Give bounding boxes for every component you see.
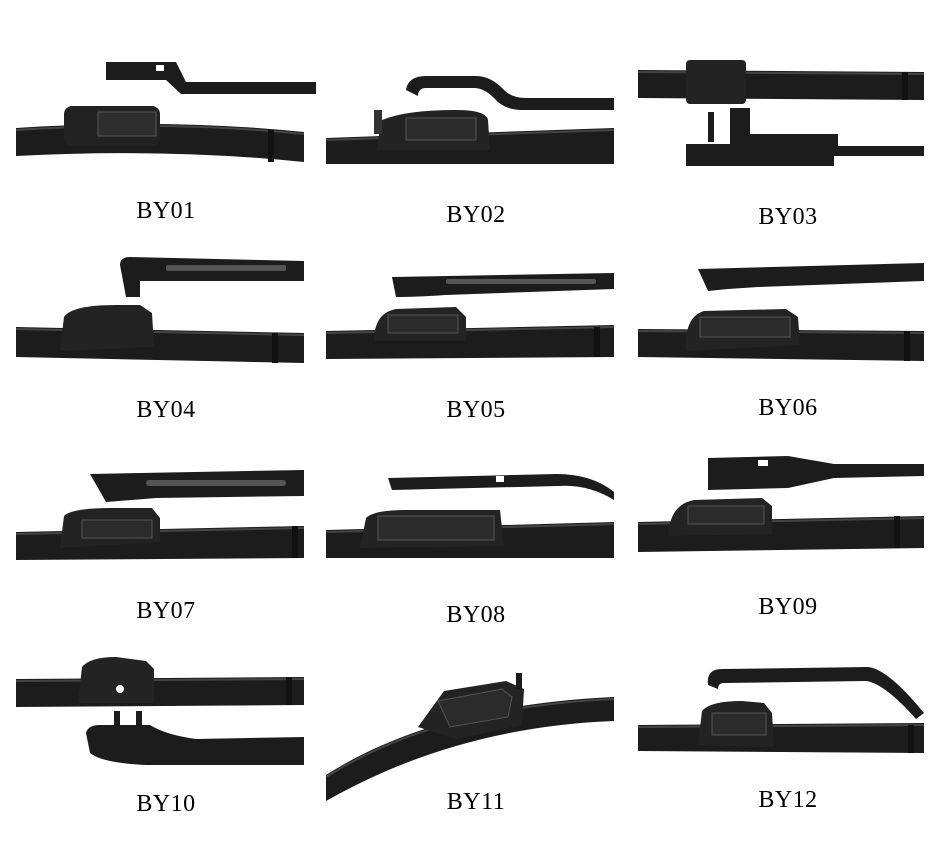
product-code-label: BY08 <box>446 602 506 628</box>
product-by07: BY07 <box>16 462 316 652</box>
product-by01: BY01 <box>16 50 316 240</box>
product-code-label: BY12 <box>758 787 818 813</box>
product-by11: BY11 <box>326 655 626 845</box>
product-by12: BY12 <box>638 655 938 845</box>
product-code-label: BY10 <box>136 791 196 817</box>
wiper-blade-by04-image <box>16 257 305 363</box>
product-code-label: BY04 <box>136 397 196 423</box>
wiper-blade-by12-image <box>638 667 925 753</box>
product-code-label: BY07 <box>136 598 196 624</box>
wiper-blade-by03-image <box>638 60 925 166</box>
wiper-blade-by06-image <box>638 263 925 361</box>
product-by05: BY05 <box>326 255 626 445</box>
product-code-label: BY11 <box>446 789 506 815</box>
product-code-label: BY06 <box>758 395 818 421</box>
product-code-label: BY03 <box>758 204 818 230</box>
wiper-blade-by08-image <box>326 474 615 558</box>
wiper-blade-by10-image <box>16 657 305 765</box>
wiper-blade-by05-image <box>326 273 615 359</box>
wiper-blade-by07-image <box>16 470 305 560</box>
product-code-label: BY05 <box>446 397 506 423</box>
wiper-blade-by01-image <box>16 62 316 162</box>
product-code-label: BY02 <box>446 202 506 228</box>
wiper-blade-by11-image <box>326 673 615 801</box>
product-code-label: BY01 <box>136 198 196 224</box>
product-by08: BY08 <box>326 462 626 652</box>
product-by02: BY02 <box>326 50 626 240</box>
product-by10: BY10 <box>16 655 316 845</box>
product-by09: BY09 <box>638 450 938 640</box>
wiper-blade-by02-image <box>326 76 615 164</box>
wiper-blade-by09-image <box>638 456 925 552</box>
product-by04: BY04 <box>16 255 316 445</box>
product-code-label: BY09 <box>758 594 818 620</box>
product-by03: BY03 <box>638 50 938 240</box>
product-by06: BY06 <box>638 255 938 445</box>
